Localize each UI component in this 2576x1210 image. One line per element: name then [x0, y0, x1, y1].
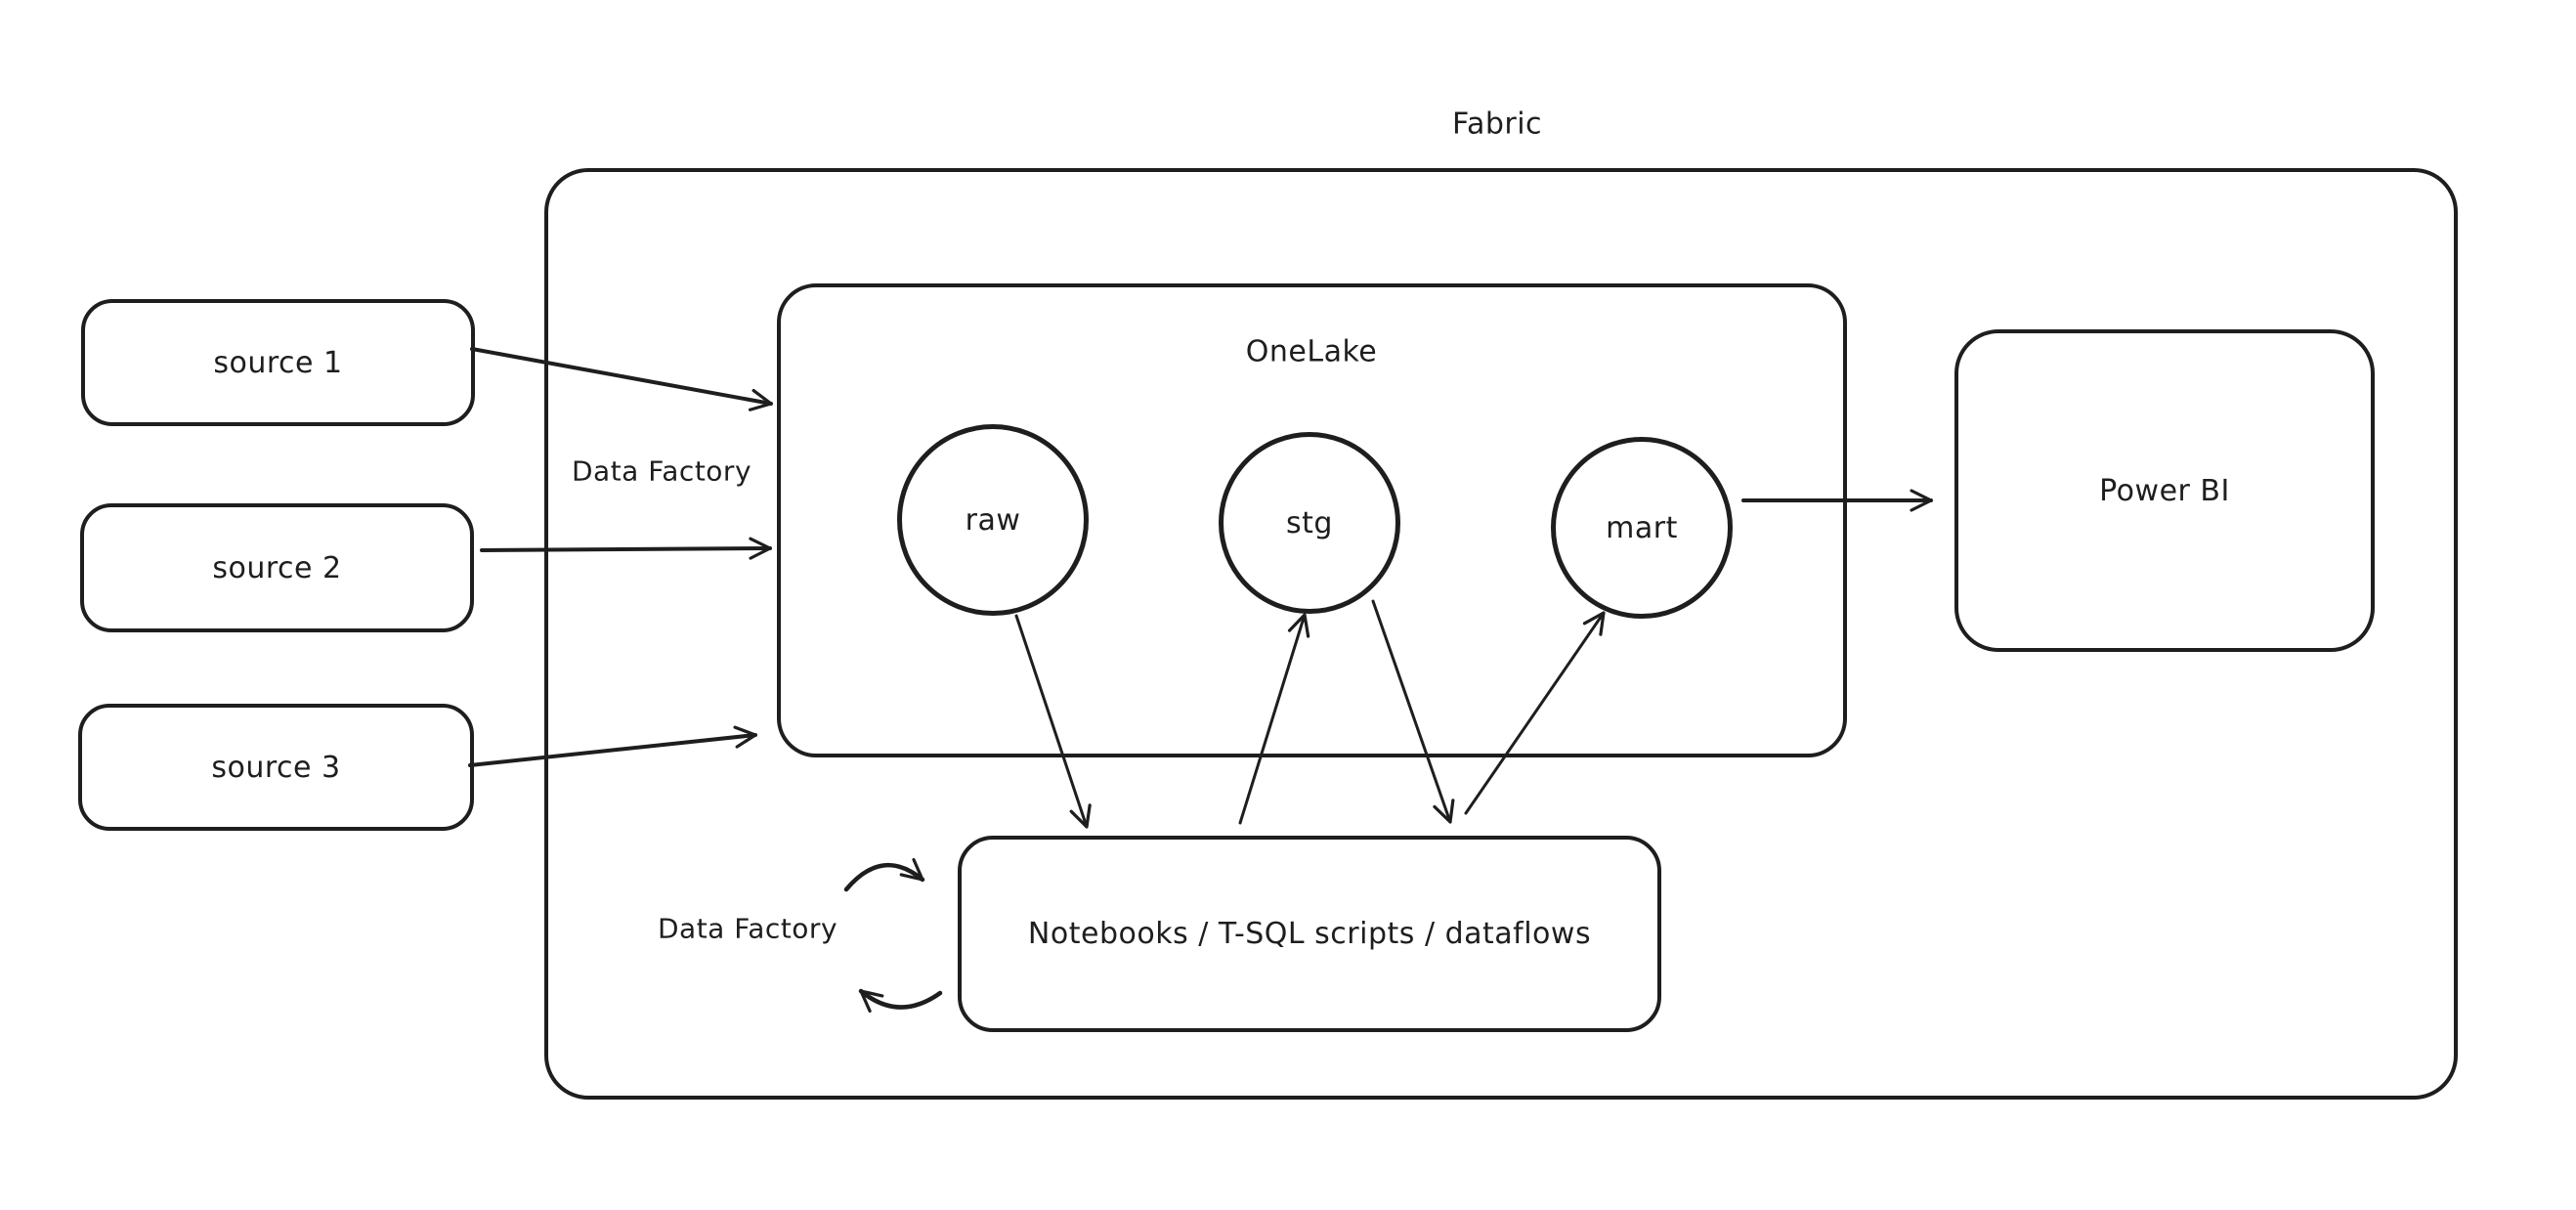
- powerbi-box: Power BI: [1954, 329, 2375, 652]
- raw-label: raw: [965, 502, 1021, 538]
- source-2-box: source 2: [80, 503, 474, 632]
- source-3-label: source 3: [211, 750, 341, 785]
- notebooks-box: Notebooks / T-SQL scripts / dataflows: [958, 836, 1661, 1032]
- onelake-label: OneLake: [1245, 334, 1378, 369]
- source-1-box: source 1: [81, 299, 475, 426]
- powerbi-label: Power BI: [2099, 473, 2230, 508]
- raw-circle: raw: [897, 424, 1089, 616]
- stg-label: stg: [1286, 505, 1333, 540]
- stg-circle: stg: [1219, 432, 1400, 614]
- source-1-label: source 1: [213, 345, 343, 380]
- source-2-label: source 2: [212, 550, 342, 585]
- notebooks-label: Notebooks / T-SQL scripts / dataflows: [1027, 917, 1592, 951]
- source-3-box: source 3: [78, 704, 474, 831]
- fabric-label: Fabric: [1451, 107, 1543, 142]
- mart-circle: mart: [1551, 437, 1733, 619]
- mart-label: mart: [1606, 510, 1678, 545]
- data-factory-ingest-label: Data Factory: [571, 454, 752, 488]
- data-factory-transform-label: Data Factory: [657, 912, 838, 945]
